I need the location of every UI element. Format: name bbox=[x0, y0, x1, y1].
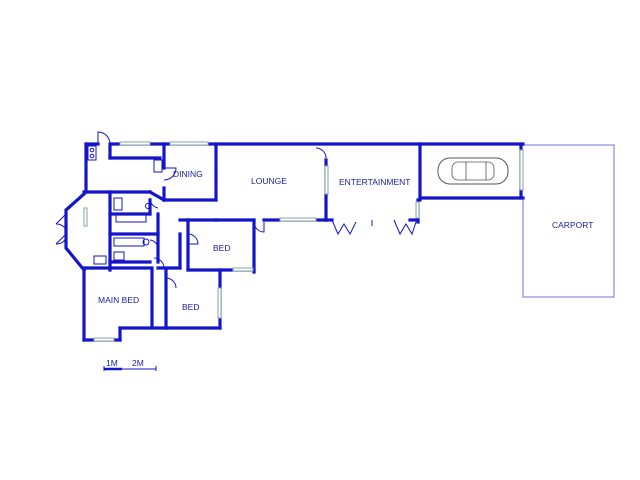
door-swing-icon bbox=[153, 257, 165, 269]
room-label-carport: CARPORT bbox=[552, 220, 593, 230]
window-icon bbox=[324, 165, 329, 195]
door-swing-icon bbox=[253, 221, 265, 233]
room-labels: DINING LOUNGE ENTERTAINMENT CARPORT BED … bbox=[98, 169, 593, 312]
stove-icon bbox=[87, 145, 97, 161]
door-swing-icon bbox=[149, 239, 159, 249]
door-swing-icon bbox=[97, 131, 111, 145]
door-swing-icon bbox=[163, 167, 177, 181]
scale-bar: 1M 2M bbox=[103, 358, 157, 371]
window-icon bbox=[415, 201, 420, 219]
window-icon bbox=[119, 141, 151, 146]
bath-icon bbox=[93, 255, 107, 265]
windows bbox=[83, 141, 524, 342]
window-icon bbox=[232, 267, 254, 272]
window-icon bbox=[519, 149, 524, 191]
door-swing-icon bbox=[55, 223, 67, 245]
room-label-main-bed: MAIN BED bbox=[98, 295, 139, 305]
scale-label-1m: 1M bbox=[106, 358, 118, 368]
bath-icon bbox=[115, 213, 147, 223]
scale-label-2m: 2M bbox=[132, 358, 144, 368]
door-swing-icon bbox=[187, 233, 199, 245]
fixtures bbox=[87, 145, 163, 265]
room-label-entertainment: ENTERTAINMENT bbox=[339, 177, 410, 187]
window-icon bbox=[279, 217, 317, 222]
doors bbox=[55, 131, 417, 289]
room-label-lounge: LOUNGE bbox=[251, 176, 287, 186]
door-swing-icon bbox=[149, 197, 159, 209]
window-icon bbox=[169, 141, 209, 146]
room-label-bed-1: BED bbox=[213, 243, 230, 253]
bath-icon bbox=[113, 237, 145, 247]
room-label-bed-2: BED bbox=[182, 302, 199, 312]
window-icon bbox=[93, 337, 115, 342]
window-icon bbox=[217, 287, 222, 319]
stove-icon bbox=[153, 159, 163, 173]
door-swing-icon bbox=[393, 219, 417, 236]
window-icon bbox=[83, 207, 88, 227]
door-swing-icon bbox=[165, 277, 177, 289]
bath-icon bbox=[113, 197, 123, 211]
carport-area bbox=[522, 144, 615, 298]
bath-icon bbox=[113, 251, 125, 261]
room-label-dining: DINING bbox=[173, 169, 203, 179]
door-swing-icon bbox=[331, 219, 357, 236]
car-icon bbox=[437, 157, 509, 185]
door-swing-icon bbox=[55, 213, 67, 245]
door-swing-icon bbox=[315, 147, 327, 159]
